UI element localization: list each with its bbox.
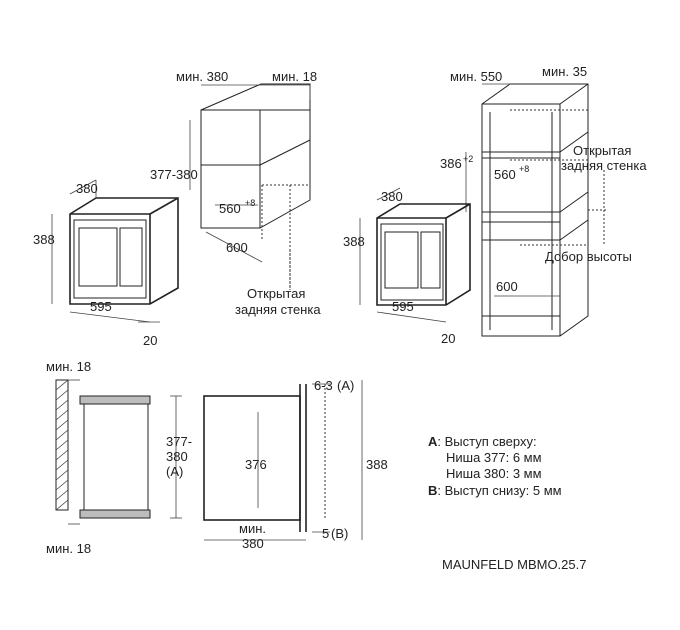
b-ref-label: (B) [331,526,348,541]
legend: A: Выступ сверху: Ниша 377: 6 мм Ниша 38… [428,434,562,498]
mw-left-380-label: 380 [76,181,98,196]
d388-label: 388 [366,457,388,472]
legend-a-key: A [428,434,438,449]
d377-380-label: 377-380 [150,167,198,182]
min18-top-label: мин. 18 [46,359,91,374]
bottom-microwave-side [203,380,363,541]
model-name: MAUNFELD MBMO.25.7 [442,557,586,572]
min380-bottom-label: 380 [242,536,264,551]
min550-label: мин. 550 [450,69,502,84]
legend-a-text: : Выступ сверху: [437,434,536,449]
min35-label: мин. 35 [542,64,587,79]
open-back-line2: задняя стенка [235,302,321,317]
mw-right-388-label: 388 [343,234,365,249]
tr-d560-label: 560 [494,167,516,182]
min18-bottom-label: мин. 18 [46,541,91,556]
d386-label: 386 [440,156,462,171]
open-back-line1: Открытая [247,286,305,301]
d5-label: 5 [322,526,329,541]
dA-label: (A) [166,464,183,479]
tr-open-back-line1: Открытая [573,143,631,158]
min-label: мин. [239,521,266,536]
d560-sup: +8 [245,198,255,208]
mw-right-595-label: 595 [392,299,414,314]
a-ref-label: (A) [337,378,354,393]
d386-sup: +2 [463,154,473,164]
legend-b-line: B: Выступ снизу: 5 мм [428,483,562,498]
legend-a-line: A: Выступ сверху: [428,434,537,449]
d600-label: 600 [226,240,248,255]
bottom-left-section [55,379,182,525]
d380-label: 380 [166,449,188,464]
top-right-column [465,83,606,337]
tr-open-back-line2: задняя стенка [561,158,647,173]
legend-niche377: Ниша 377: 6 мм [446,450,542,465]
height-addon-label: Добор высоты [545,249,632,264]
mw-right-20-label: 20 [441,331,455,346]
mw-left-388-label: 388 [33,232,55,247]
d376-label: 376 [245,457,267,472]
min18-label: мин. 18 [272,69,317,84]
mw-right-380-label: 380 [381,189,403,204]
legend-b-key: B [428,483,437,498]
legend-b-text: : Выступ снизу: 5 мм [437,483,561,498]
microwave-right [359,187,471,323]
top-left-niche [189,83,311,290]
d560-label: 560 [219,201,241,216]
mw-left-20-label: 20 [143,333,157,348]
d377-label: 377- [166,434,192,449]
legend-niche380: Ниша 380: 3 мм [446,466,542,481]
d6-3-label: 6-3 [314,378,333,393]
min380-label: мин. 380 [176,69,228,84]
microwave-left [51,179,179,323]
tr-d600-label: 600 [496,279,518,294]
tr-d560-sup: +8 [519,164,529,174]
mw-left-595-label: 595 [90,299,112,314]
